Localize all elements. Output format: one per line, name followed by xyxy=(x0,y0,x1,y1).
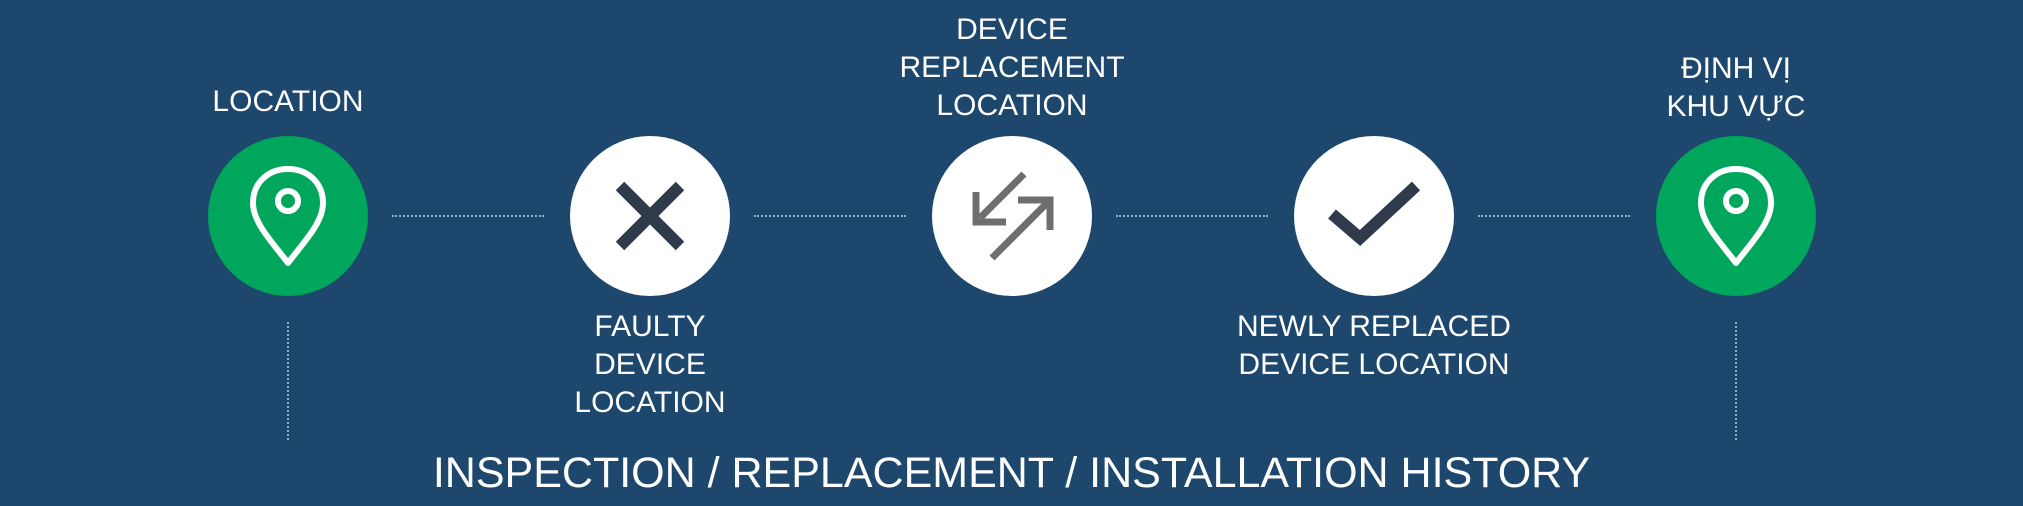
step-4-label: NEWLY REPLACED DEVICE LOCATION xyxy=(1174,308,1574,384)
step-3-label: DEVICE REPLACEMENT LOCATION xyxy=(862,11,1162,125)
step-2-label-line-3: LOCATION xyxy=(574,386,726,419)
connector-2-3 xyxy=(754,215,906,217)
step-1-vertical-connector xyxy=(287,322,289,440)
step-2-label: FAULTY DEVICE LOCATION xyxy=(500,308,800,422)
step-3-label-line-2: REPLACEMENT xyxy=(899,51,1125,84)
map-pin-icon xyxy=(250,166,326,266)
connector-1-2 xyxy=(392,215,544,217)
close-icon xyxy=(615,181,685,251)
step-3-label-line-3: LOCATION xyxy=(936,89,1088,122)
step-3-replacement-circle xyxy=(932,136,1092,296)
step-2-label-line-1: FAULTY xyxy=(594,310,706,343)
step-5-label-line-2: KHU VỰC xyxy=(1666,90,1806,123)
map-pin-icon xyxy=(1698,166,1774,266)
checkmark-icon xyxy=(1328,181,1421,247)
step-4-label-line-1: NEWLY REPLACED xyxy=(1237,310,1511,343)
step-4-label-line-2: DEVICE LOCATION xyxy=(1238,348,1510,381)
step-5-location-circle xyxy=(1656,136,1816,296)
step-1-label-line-1: LOCATION xyxy=(212,85,364,118)
swap-arrows-icon xyxy=(972,171,1054,261)
step-5-label-line-1: ĐỊNH VỊ xyxy=(1680,52,1791,85)
step-4-new-device-circle xyxy=(1294,136,1454,296)
connector-3-4 xyxy=(1116,215,1268,217)
footer-title: INSPECTION / REPLACEMENT / INSTALLATION … xyxy=(432,449,1591,497)
connector-4-5 xyxy=(1478,215,1630,217)
step-1-location-circle xyxy=(208,136,368,296)
step-2-label-line-2: DEVICE xyxy=(594,348,706,381)
step-5-vertical-connector xyxy=(1735,322,1737,440)
step-3-label-line-1: DEVICE xyxy=(956,13,1068,46)
step-2-faulty-circle xyxy=(570,136,730,296)
step-1-label: LOCATION xyxy=(208,83,368,121)
step-5-label: ĐỊNH VỊ KHU VỰC xyxy=(1586,50,1886,126)
